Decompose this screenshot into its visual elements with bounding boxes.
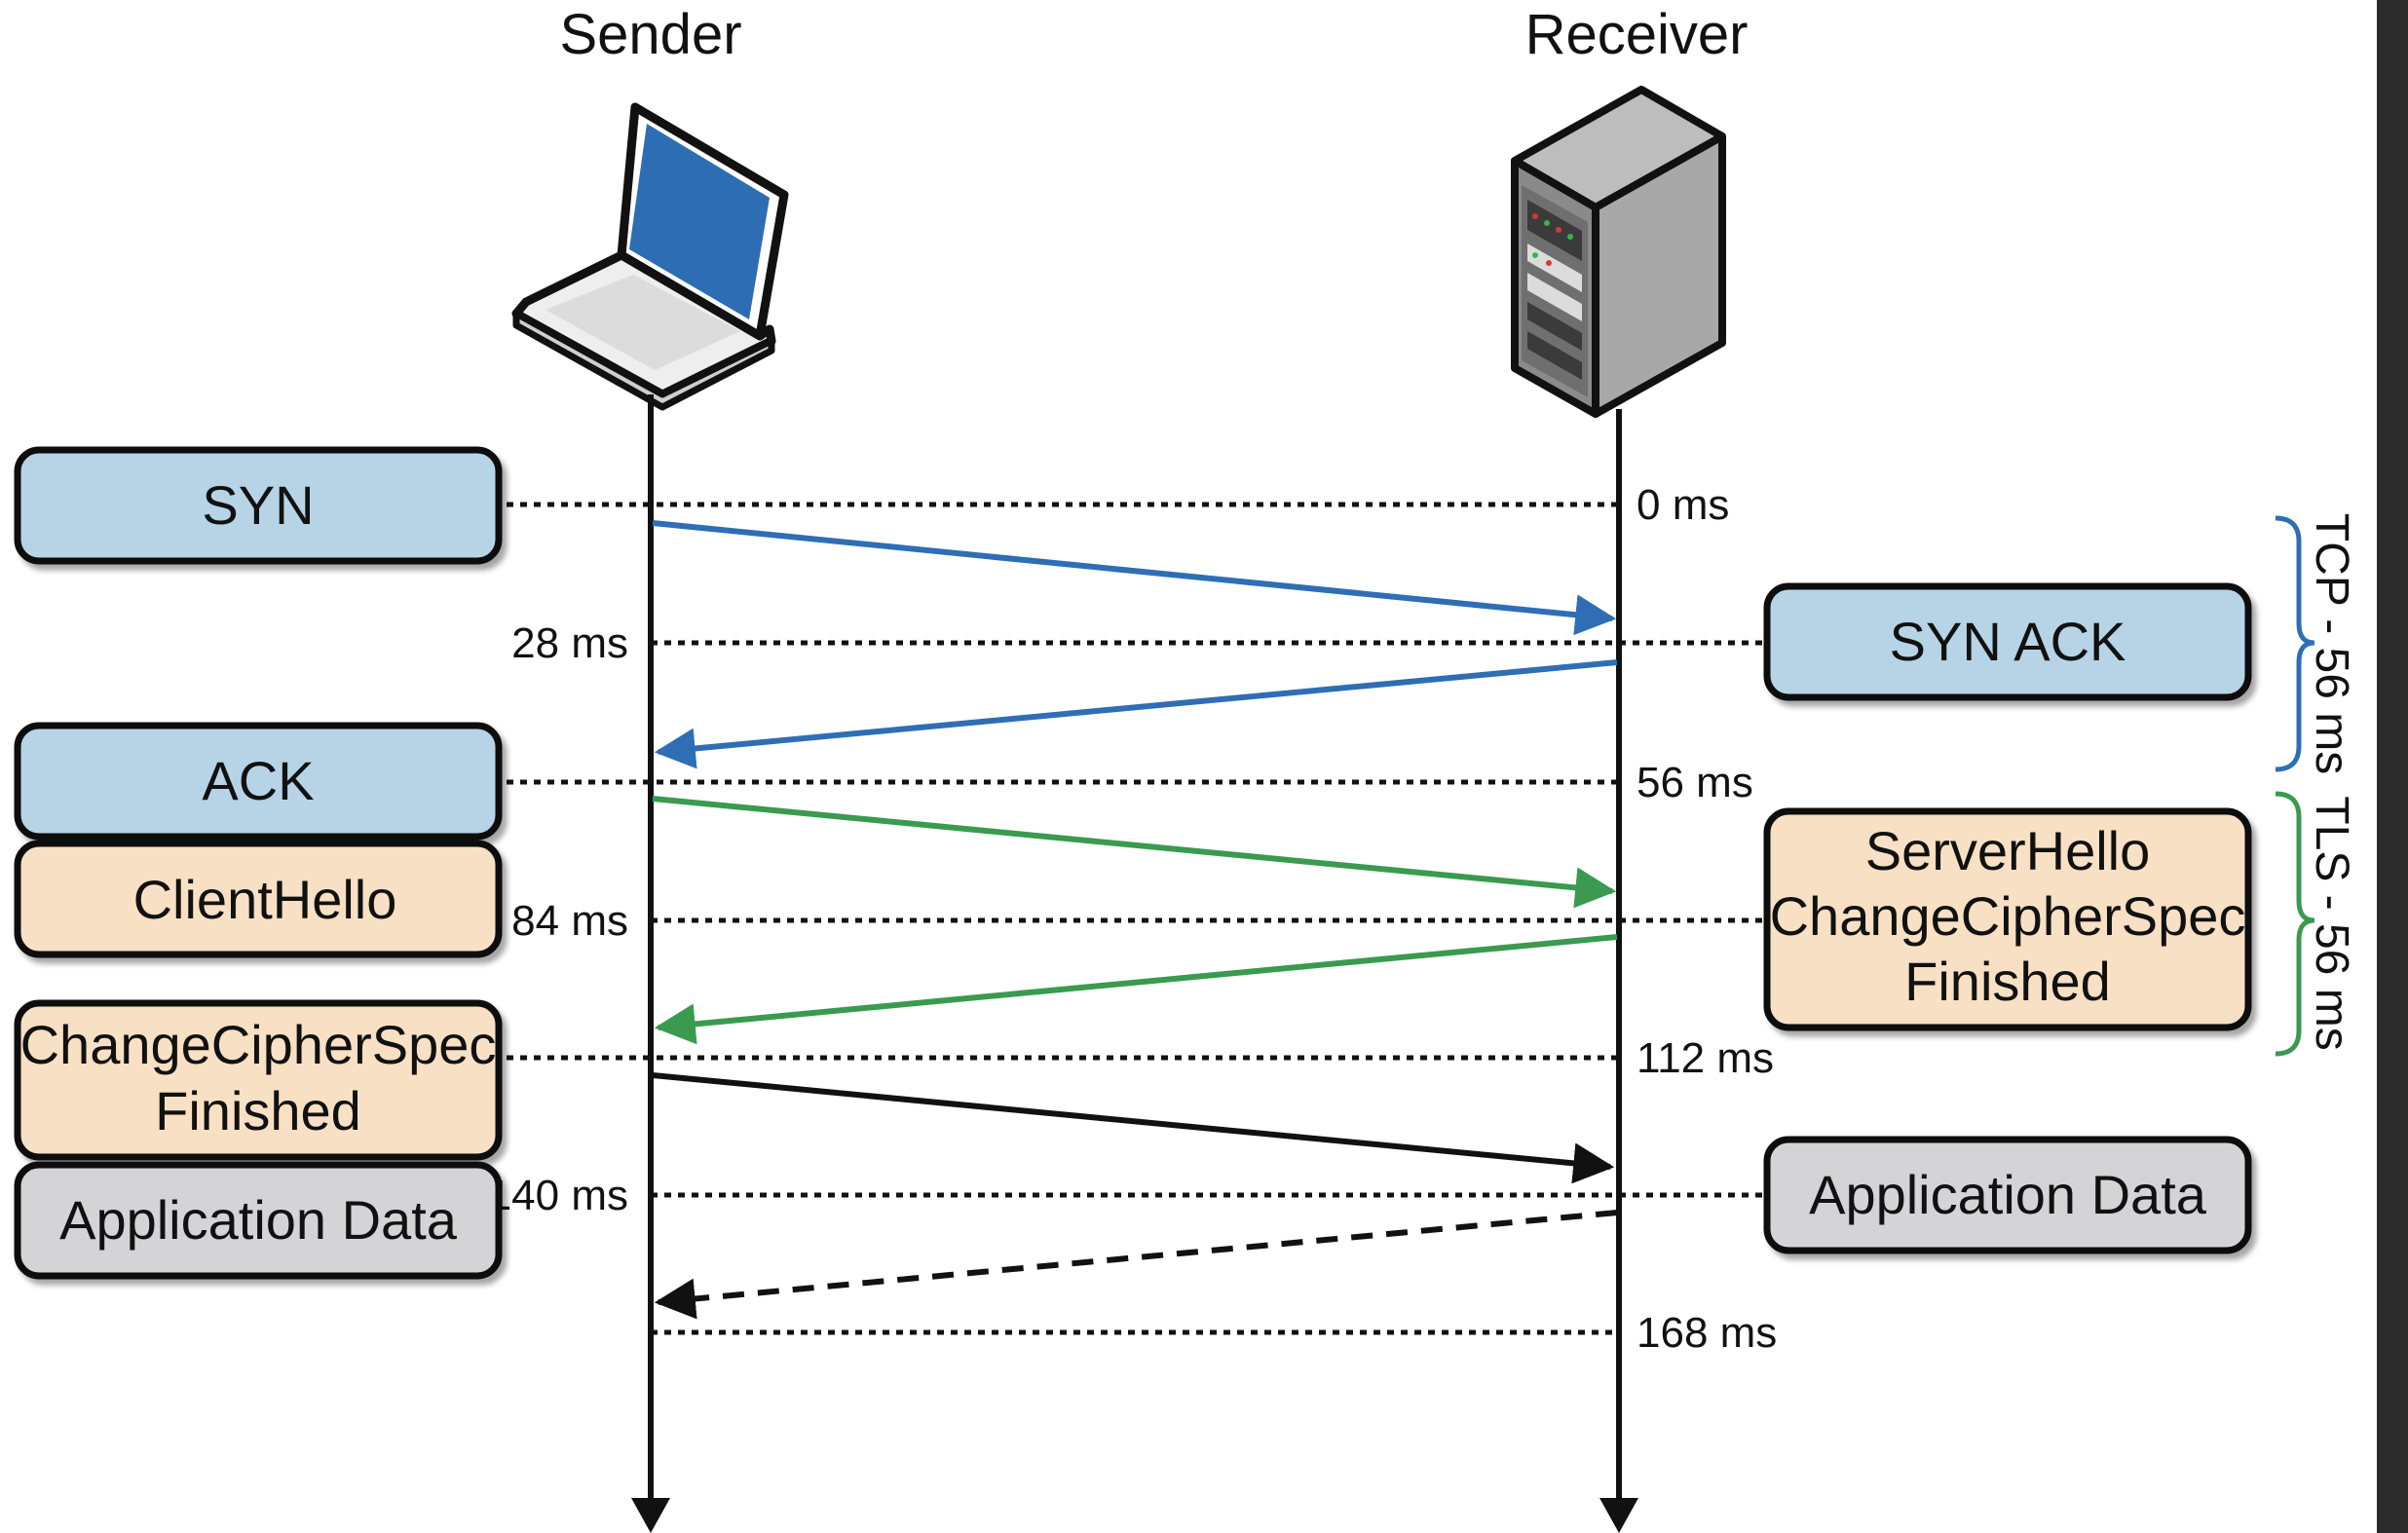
time-label-168: 168 ms bbox=[1637, 1309, 1777, 1357]
receiver-box-app-data-label: Application Data bbox=[1809, 1164, 2207, 1225]
tls-phase-label: TLS - 56 ms bbox=[2306, 796, 2357, 1050]
server-tower-icon bbox=[1511, 86, 1726, 418]
sender-box-client-hello: ClientHello bbox=[14, 840, 503, 958]
receiver-title: Receiver bbox=[1525, 3, 1749, 66]
time-label-56: 56 ms bbox=[1637, 759, 1753, 806]
sender-box-client-hello-label: ClientHello bbox=[133, 869, 397, 930]
time-label-84: 84 ms bbox=[511, 897, 628, 945]
time-label-28: 28 ms bbox=[511, 619, 628, 667]
receiver-box-syn-ack: SYN ACK bbox=[1763, 582, 2252, 701]
sender-box-ack: ACK bbox=[14, 722, 503, 841]
arrow-syn-ack bbox=[654, 659, 1618, 769]
receiver-timeline-arrowhead bbox=[1599, 1498, 1638, 1533]
receiver-box-server-hello: ServerHello ChangeCipherSpec Finished bbox=[1763, 807, 2252, 1031]
sender-box-syn: SYN bbox=[14, 446, 503, 565]
sender-box-app-data-label: Application Data bbox=[59, 1189, 458, 1251]
sender-box-ack-label: ACK bbox=[202, 750, 314, 811]
tcp-phase-brace: TCP - 56 ms bbox=[2275, 513, 2357, 775]
sender-box-ccs-line2: Finished bbox=[155, 1080, 361, 1141]
receiver-box-sh-line1: ServerHello bbox=[1865, 820, 2151, 881]
time-label-140: 140 ms bbox=[488, 1172, 628, 1219]
sender-box-ccs-line1: ChangeCipherSpec bbox=[20, 1014, 497, 1075]
receiver-box-syn-ack-label: SYN ACK bbox=[1890, 611, 2126, 672]
laptop-icon bbox=[511, 102, 789, 411]
sender-timeline-arrowhead bbox=[631, 1498, 670, 1533]
receiver-box-sh-line3: Finished bbox=[1904, 951, 2111, 1012]
time-label-0: 0 ms bbox=[1637, 481, 1729, 529]
arrow-syn bbox=[652, 520, 1617, 636]
sender-box-syn-label: SYN bbox=[202, 474, 314, 536]
receiver-box-sh-line2: ChangeCipherSpec bbox=[1770, 885, 2246, 947]
time-label-112: 112 ms bbox=[1637, 1034, 1774, 1082]
tls-phase-brace: TLS - 56 ms bbox=[2275, 791, 2357, 1057]
arrow-client-hello bbox=[652, 796, 1617, 909]
image-edge-strip bbox=[2377, 0, 2408, 1533]
arrow-server-hello bbox=[654, 934, 1618, 1045]
arrow-app-data-request bbox=[652, 1072, 1615, 1184]
sender-title: Sender bbox=[559, 3, 741, 66]
time-gridlines bbox=[507, 502, 1763, 1335]
tcp-phase-label: TCP - 56 ms bbox=[2306, 513, 2357, 775]
receiver-box-application-data: Application Data bbox=[1763, 1136, 2252, 1254]
sender-box-change-cipher-spec: ChangeCipherSpec Finished bbox=[14, 999, 503, 1161]
arrow-app-data-response bbox=[654, 1210, 1618, 1320]
sender-box-application-data: Application Data bbox=[14, 1161, 503, 1280]
